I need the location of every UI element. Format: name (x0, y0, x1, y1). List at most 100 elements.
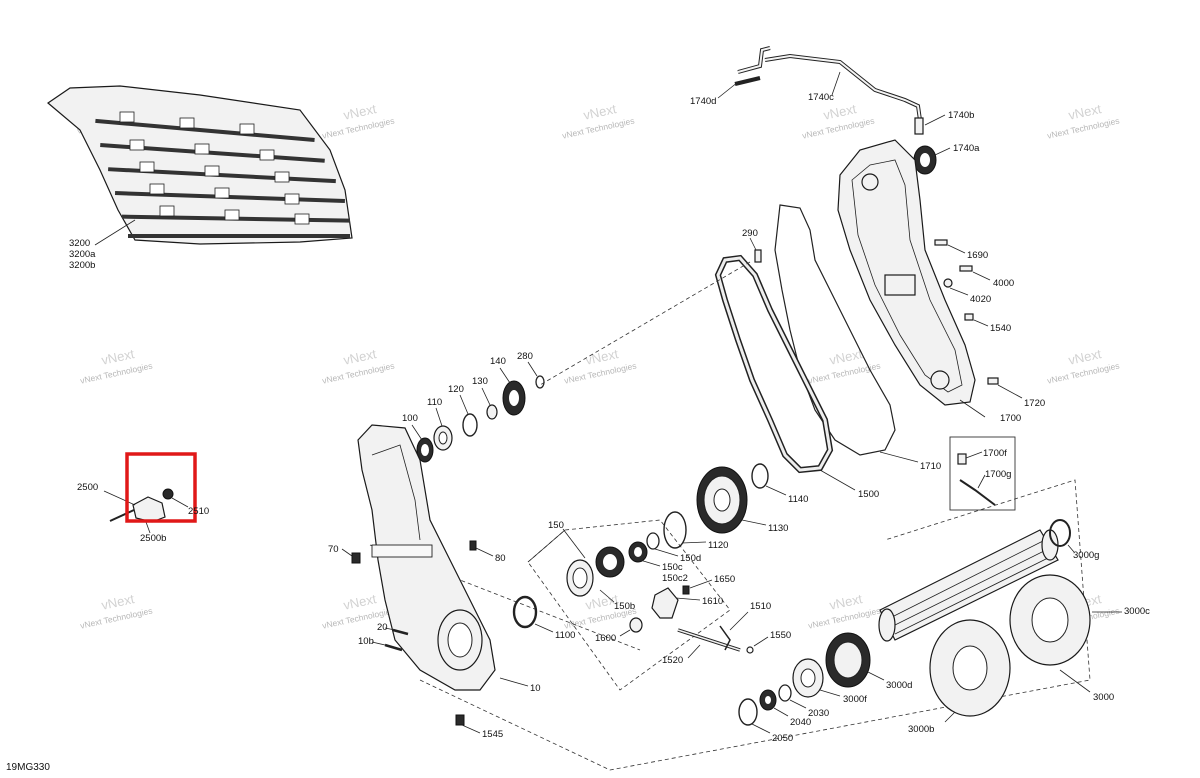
svg-text:vNext: vNext (100, 591, 136, 613)
watermark: vNext vNext Technologies (79, 346, 153, 386)
label-1740c: 1740c (808, 92, 834, 103)
part-nut-2040[interactable] (759, 689, 789, 717)
part-drive-axle-3000[interactable] (878, 529, 1059, 642)
label-120: 120 (448, 384, 464, 395)
label-2500b: 2500b (140, 533, 166, 544)
part-pin-20[interactable] (384, 627, 409, 636)
label-1550: 1550 (770, 630, 791, 641)
part-washer-130[interactable] (481, 387, 498, 420)
part-bearing-housing-3000d[interactable] (825, 632, 885, 688)
svg-text:vNext: vNext (822, 101, 858, 123)
part-circlip-120[interactable] (459, 394, 478, 437)
part-circlip-1120[interactable] (663, 511, 707, 549)
part-pin-10b[interactable] (371, 641, 403, 652)
label-1700g: 1700g (985, 469, 1011, 480)
svg-text:vNext: vNext (828, 346, 864, 368)
label-1510: 1510 (750, 601, 771, 612)
part-circlip-1140[interactable] (751, 463, 787, 496)
label-3000g: 3000g (1073, 550, 1099, 561)
part-tensioner-arm-1610[interactable] (651, 587, 701, 619)
label-1600: 1600 (595, 633, 616, 644)
part-chain-1500[interactable] (714, 254, 856, 491)
label-2510: 2510 (188, 506, 209, 517)
label-3000c: 3000c (1124, 606, 1150, 617)
label-1700f: 1700f (983, 448, 1007, 459)
label-10b: 10b (358, 636, 374, 647)
part-washer-4020[interactable] (943, 278, 969, 296)
part-sprocket-1130[interactable] (696, 466, 767, 534)
part-nut-1550[interactable] (746, 636, 769, 654)
label-2500: 2500 (77, 482, 98, 493)
label-290: 290 (742, 228, 758, 239)
part-bracket-2500[interactable] (103, 488, 189, 534)
label-2040: 2040 (790, 717, 811, 728)
label-1710: 1710 (920, 461, 941, 472)
part-bolt-1540[interactable] (964, 313, 989, 327)
part-tensioner-group-150[interactable] (527, 528, 660, 597)
label-150: 150 (548, 520, 564, 531)
part-bearing-100[interactable] (411, 424, 434, 463)
label-3000d: 3000d (886, 680, 912, 691)
label-1700: 1700 (1000, 413, 1021, 424)
part-kit-1700-box[interactable] (949, 436, 1016, 511)
label-1140: 1140 (788, 494, 808, 505)
label-10: 10 (530, 683, 541, 694)
part-sprocket-3000c[interactable] (1009, 574, 1122, 666)
part-bearing-110[interactable] (433, 407, 453, 451)
label-1500: 1500 (858, 489, 879, 500)
part-bolt-80[interactable] (469, 540, 494, 557)
part-seal-3000g[interactable] (1049, 519, 1075, 553)
label-1545: 1545 (482, 729, 503, 740)
part-bearing-3000f[interactable] (792, 658, 841, 698)
svg-text:vNext: vNext (828, 591, 864, 613)
part-plug-1545[interactable] (455, 714, 481, 734)
watermark: vNext vNext Technologies (561, 101, 635, 141)
part-clip-1510[interactable] (719, 611, 749, 651)
label-140: 140 (490, 356, 506, 367)
label-2030: 2030 (808, 708, 829, 719)
label-1520: 1520 (662, 655, 683, 666)
part-bolt-1690[interactable] (934, 239, 966, 254)
label-2050: 2050 (772, 733, 793, 744)
part-spacer-1600[interactable] (619, 617, 643, 637)
part-bolt-290[interactable] (749, 237, 762, 263)
part-circlip-280[interactable] (527, 361, 545, 389)
watermark: vNext vNext Technologies (563, 346, 637, 386)
label-130: 130 (472, 376, 488, 387)
label-1740d: 1740d (690, 96, 716, 107)
label-1740b: 1740b (948, 110, 974, 121)
svg-text:vNext: vNext (584, 591, 620, 613)
part-sprocket-140[interactable] (499, 367, 526, 416)
label-150c2: 150c2 (662, 573, 688, 584)
part-rod-1520[interactable] (677, 628, 741, 659)
label-1540: 1540 (990, 323, 1011, 334)
diagram-code: 19MG330 (6, 762, 50, 773)
part-bolt-1650[interactable] (682, 579, 713, 595)
watermark: vNext vNext Technologies (321, 346, 395, 386)
label-1100: 1100 (555, 630, 575, 641)
label-80: 80 (495, 553, 506, 564)
part-seal-1100[interactable] (512, 595, 554, 633)
part-circlip-2050[interactable] (738, 698, 771, 734)
part-bolt-4000[interactable] (959, 265, 991, 281)
part-gasket-1710[interactable] (774, 204, 919, 463)
label-150d: 150d (680, 553, 701, 564)
watermark: vNext vNext Technologies (321, 101, 395, 141)
watermark: vNext vNext Technologies (1046, 346, 1120, 386)
part-bolt-70[interactable] (341, 548, 361, 564)
part-sprocket-3000b[interactable] (929, 619, 1011, 723)
label-3200b: 3200b (69, 260, 95, 271)
part-chaincase-cover-1700[interactable] (837, 139, 976, 406)
part-track-3200[interactable] (47, 85, 353, 246)
label-1650: 1650 (714, 574, 735, 585)
assembly-guides (369, 261, 1091, 771)
label-150c: 150c (662, 562, 683, 573)
watermark: vNext vNext Technologies (1046, 101, 1120, 141)
part-washer-2030[interactable] (778, 684, 807, 709)
watermark: vNext vNext Technologies (807, 346, 881, 386)
part-chaincase-10[interactable] (357, 424, 529, 691)
svg-text:vNext: vNext (342, 101, 378, 123)
part-bolt-1720[interactable] (987, 377, 1023, 399)
label-110: 110 (427, 397, 442, 408)
